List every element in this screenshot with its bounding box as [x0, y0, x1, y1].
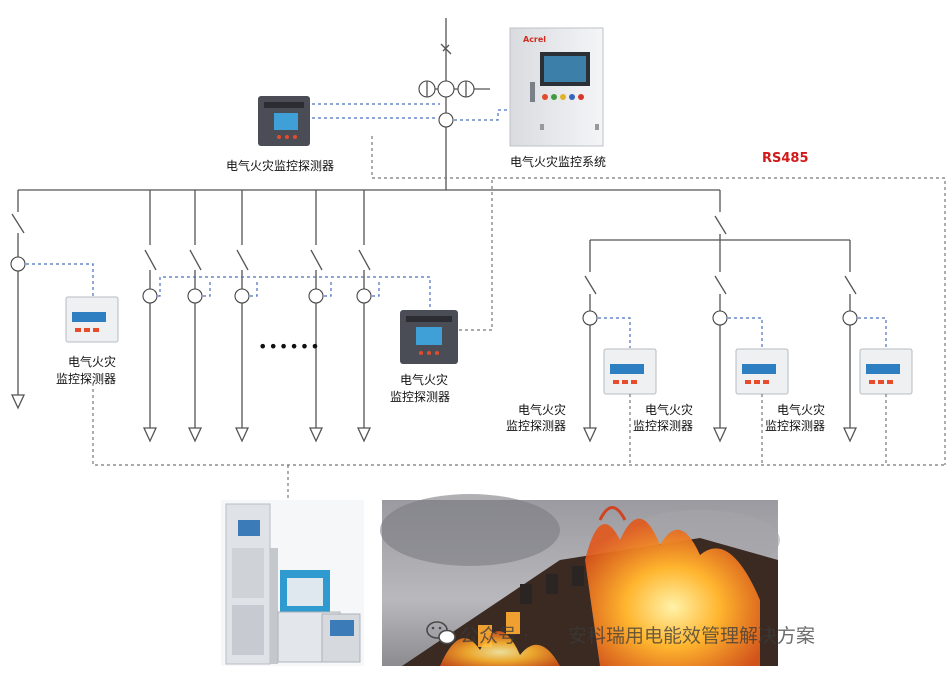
detector-label-right-3a: 电气火灾 — [777, 402, 825, 417]
ct-sensor-icon — [437, 80, 455, 98]
wechat-icon — [426, 621, 456, 645]
detector-label-right-2b: 监控探测器 — [633, 419, 693, 433]
detector-label-left-2: 监控探测器 — [56, 372, 116, 386]
detector-panel-middle — [400, 310, 458, 364]
right-sub-distribution — [582, 190, 858, 443]
control-room-equipment-image — [221, 500, 364, 666]
detector-label-right-3b: 监控探测器 — [765, 419, 825, 433]
detector-label-middle-2: 监控探测器 — [390, 390, 450, 404]
middle-branches — [142, 190, 372, 443]
watermark-prefix: 公众号 · — [460, 625, 529, 647]
detector-label-middle-1: 电气火灾 — [400, 372, 448, 387]
detector-din-right-2 — [735, 348, 789, 395]
detector-label-top: 电气火灾监控探测器 — [226, 158, 334, 173]
detector-label-left-1: 电气火灾 — [68, 354, 116, 369]
detector-label-right-2a: 电气火灾 — [645, 402, 693, 417]
brand-logo: Acrel — [523, 35, 546, 44]
ct-sensor-icon — [438, 112, 454, 128]
main-incoming-line — [418, 18, 490, 190]
detector-label-right-1a: 电气火灾 — [518, 402, 566, 417]
branch-1 — [10, 190, 26, 410]
ellipsis-more-branches: •••••• — [258, 337, 321, 356]
monitoring-system-cabinet: Acrel — [509, 27, 604, 147]
detector-label-right-1b: 监控探测器 — [506, 419, 566, 433]
watermark-name: 安科瑞用电能效管理解决方案 — [568, 625, 815, 647]
watermark: 公众号 · 安科瑞用电能效管理解决方案 — [426, 621, 815, 647]
detector-din-left — [65, 296, 119, 343]
detector-din-right-1 — [603, 348, 657, 395]
detector-panel-top — [258, 96, 310, 146]
rs485-label: RS485 — [762, 151, 809, 166]
detector-din-right-3 — [859, 348, 913, 395]
system-label: 电气火灾监控系统 — [510, 154, 606, 169]
